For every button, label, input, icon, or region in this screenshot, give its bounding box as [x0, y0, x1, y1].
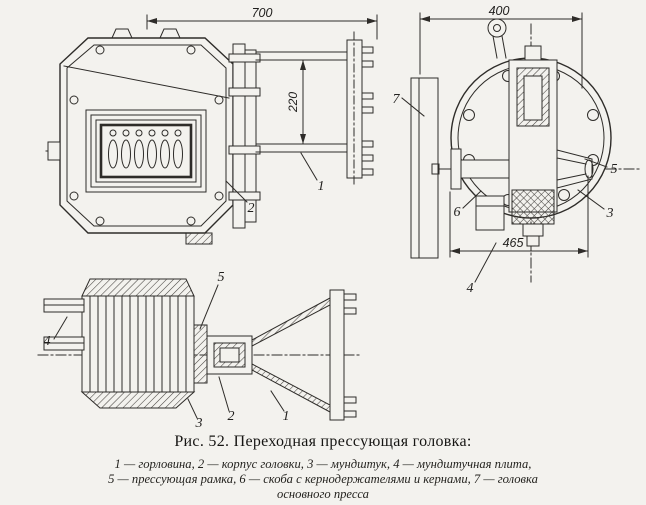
head-body-inner-outline [66, 44, 227, 227]
core-window [85, 109, 207, 193]
lower-hatched-block [511, 189, 555, 247]
callout-4: 4 [44, 334, 51, 349]
dim-465-value: 465 [503, 236, 524, 250]
dimension-465 [449, 175, 589, 258]
clamp-bracket [475, 195, 505, 231]
leader-line-1 [270, 390, 285, 412]
dimension-220 [259, 59, 317, 145]
finned-body-base [80, 391, 196, 409]
body-diagonal-rib [63, 65, 230, 99]
leader-line-3 [577, 189, 605, 210]
central-block [508, 45, 558, 213]
callout-2: 2 [228, 409, 235, 424]
lifting-lug [159, 28, 181, 39]
mouthpiece [206, 335, 253, 375]
press-head-plate [410, 77, 439, 259]
body-bolt-holes [69, 45, 224, 226]
view-bottom [37, 278, 363, 421]
neck-end-plate [346, 31, 374, 187]
pressing-frame [193, 324, 208, 384]
cooling-fins [89, 295, 187, 393]
legend-line-2: 5 — прессующая рамка, 6 — скоба с кернод… [108, 471, 538, 486]
callout-7: 7 [393, 92, 401, 107]
legend-line-1: 1 — горловина, 2 — корпус головки, 3 — м… [114, 457, 532, 471]
callout-1: 1 [318, 179, 325, 194]
body-flange [228, 43, 261, 229]
drawing-labels: 700 220 400 465 1 2 7 6 5 3 4 5 4 3 2 1 [44, 4, 618, 431]
callout-5: 5 [611, 162, 618, 177]
view-side [45, 14, 378, 245]
leader-line-3 [187, 398, 198, 419]
callout-1: 1 [283, 409, 290, 424]
leader-line-5 [584, 158, 608, 168]
callout-2: 2 [248, 201, 255, 216]
throat-end-plate [329, 289, 357, 421]
leader-line-1 [300, 152, 318, 181]
leader-line-6 [462, 190, 482, 209]
mouthpiece-plate-bars [43, 298, 85, 351]
callout-5: 5 [218, 270, 225, 285]
callout-4: 4 [467, 281, 474, 296]
technical-drawing: 700 220 400 465 1 2 7 6 5 3 4 5 4 3 2 1 [37, 4, 643, 431]
leader-line-4 [53, 316, 68, 340]
dim-400-value: 400 [489, 4, 510, 18]
left-boss [47, 141, 61, 161]
dimension-700 [146, 14, 378, 40]
lifting-eye [487, 18, 507, 59]
finned-body-cap [81, 278, 195, 297]
figure-caption: Рис. 52. Переходная прессующая головка: [174, 433, 472, 450]
bottom-foot [185, 232, 213, 245]
leader-line-2 [218, 376, 230, 412]
leader-line-2 [225, 180, 248, 203]
dimension-400 [419, 12, 583, 89]
view-front [401, 12, 643, 283]
lifting-lug [111, 28, 133, 39]
figure-legend: 1 — горловина, 2 — корпус головки, 3 — м… [18, 457, 628, 502]
shaft-and-flange [431, 148, 510, 190]
callout-6: 6 [454, 205, 461, 220]
callout-3: 3 [606, 206, 614, 221]
dim-700-value: 700 [252, 6, 273, 20]
leader-line-4 [474, 242, 497, 283]
callout-3: 3 [195, 416, 203, 431]
dim-220-value: 220 [286, 92, 300, 113]
leader-line-7 [401, 97, 425, 117]
leader-line-5 [199, 284, 219, 330]
legend-line-3: основного пресса [277, 486, 369, 501]
